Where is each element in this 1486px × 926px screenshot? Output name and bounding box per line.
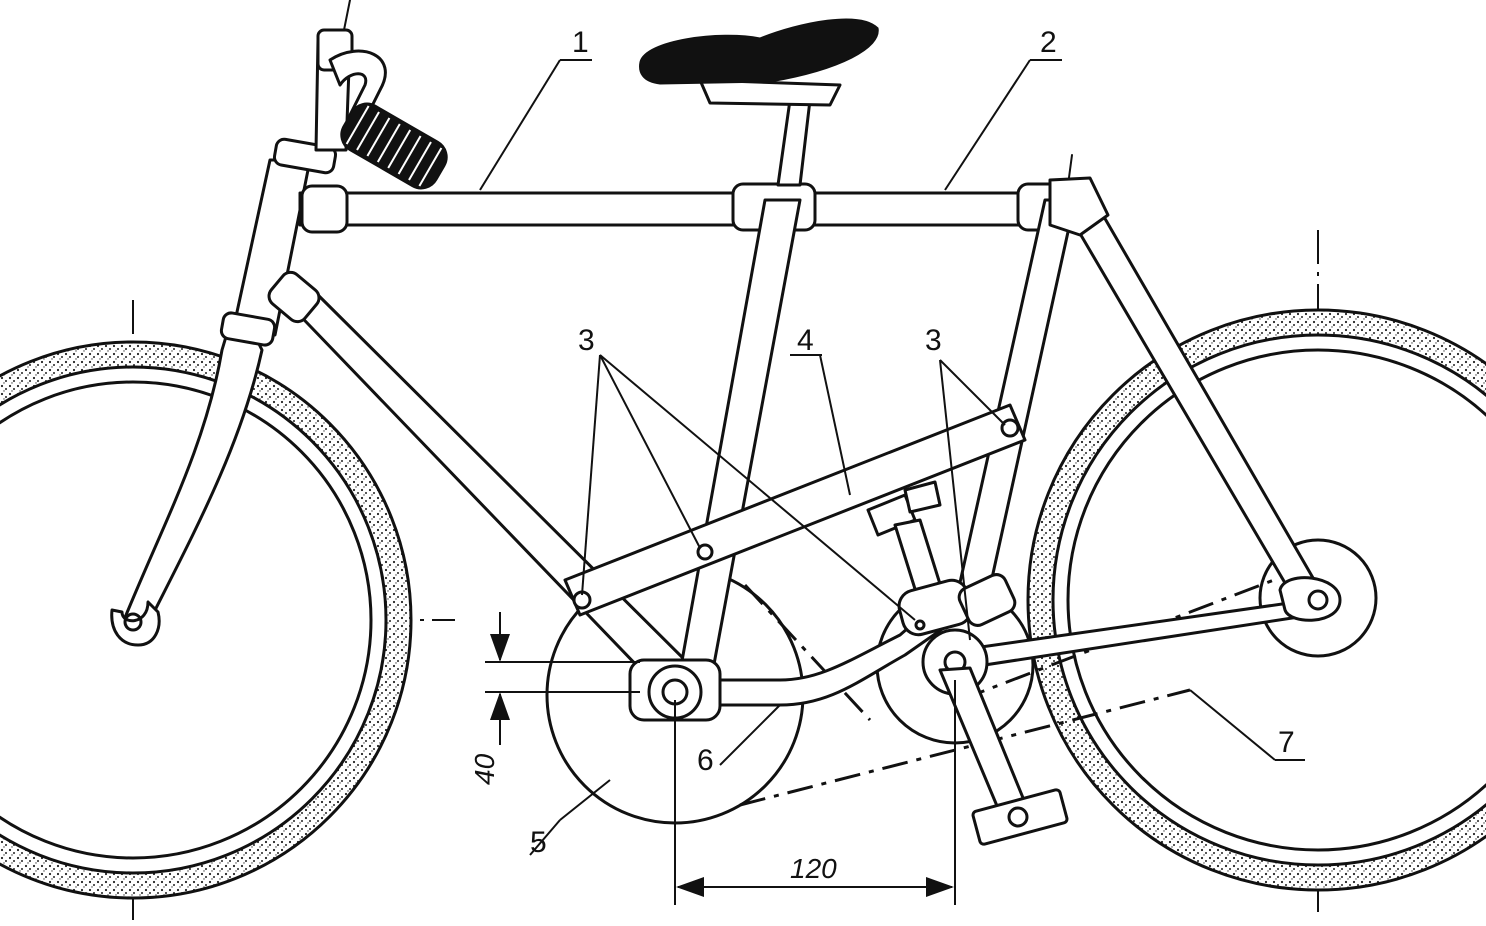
callout-2: 2: [1040, 26, 1057, 59]
leader-3b-2: [939, 359, 971, 641]
pedal: [971, 788, 1069, 846]
bolt-middle: [696, 543, 714, 561]
front-fork: [110, 328, 264, 647]
leader-3a-2: [599, 354, 701, 549]
steering-assembly: [219, 0, 448, 347]
leader-7: [1189, 689, 1276, 761]
leader-1: [479, 59, 561, 191]
bolt-link: [914, 619, 926, 631]
chain-lower: [739, 688, 1191, 807]
leader-lines: [479, 59, 1305, 856]
front-rim: [0, 380, 373, 860]
chain-top-front: [743, 583, 872, 722]
leader-3a-3: [599, 354, 916, 621]
lower-headset: [219, 311, 277, 347]
callout-6: 6: [697, 744, 714, 777]
top-tube-body: [298, 191, 1072, 227]
saddle-rails: [698, 78, 842, 107]
callout-4: 4: [797, 324, 814, 357]
seat-post: [776, 98, 812, 187]
callout-7: 7: [1278, 726, 1295, 759]
pivot-bolts: [572, 418, 1020, 631]
callout-3-right: 3: [925, 324, 942, 357]
front-lug: [300, 184, 349, 234]
callout-5: 5: [530, 826, 547, 859]
crank-assembly: [921, 628, 1069, 846]
dimension-lines: [485, 612, 956, 905]
leader-5: [559, 779, 611, 821]
dimension-120: 120: [790, 853, 837, 884]
leader-3a-1: [581, 354, 601, 596]
bolt-rear: [1000, 418, 1020, 438]
callout-3-left: 3: [578, 324, 595, 357]
leader-6: [719, 704, 781, 766]
down-tube-lug: [267, 270, 321, 324]
leader-2: [944, 59, 1031, 191]
fork-dropout: [110, 600, 161, 647]
front-wheel: [0, 340, 413, 900]
dimension-40: 40: [469, 753, 500, 785]
leader-4: [819, 354, 851, 496]
motor-mount-4: [563, 403, 1027, 637]
handlebar-bend: [328, 49, 387, 117]
callout-labels: 1 2 3 3 4 5 6 7: [530, 26, 1295, 859]
top-tube: [298, 182, 1072, 234]
rear-hub-sprocket: [1258, 538, 1378, 658]
dimension-labels: 40 120: [469, 753, 837, 884]
saddle: [639, 18, 879, 85]
rear-rim: [1066, 348, 1486, 852]
handlebar-grip: [340, 102, 448, 190]
rear-wheel: [1026, 308, 1486, 892]
leader-3b-1: [939, 359, 1006, 426]
callout-1: 1: [572, 26, 589, 59]
seat-cluster: [1048, 176, 1110, 237]
